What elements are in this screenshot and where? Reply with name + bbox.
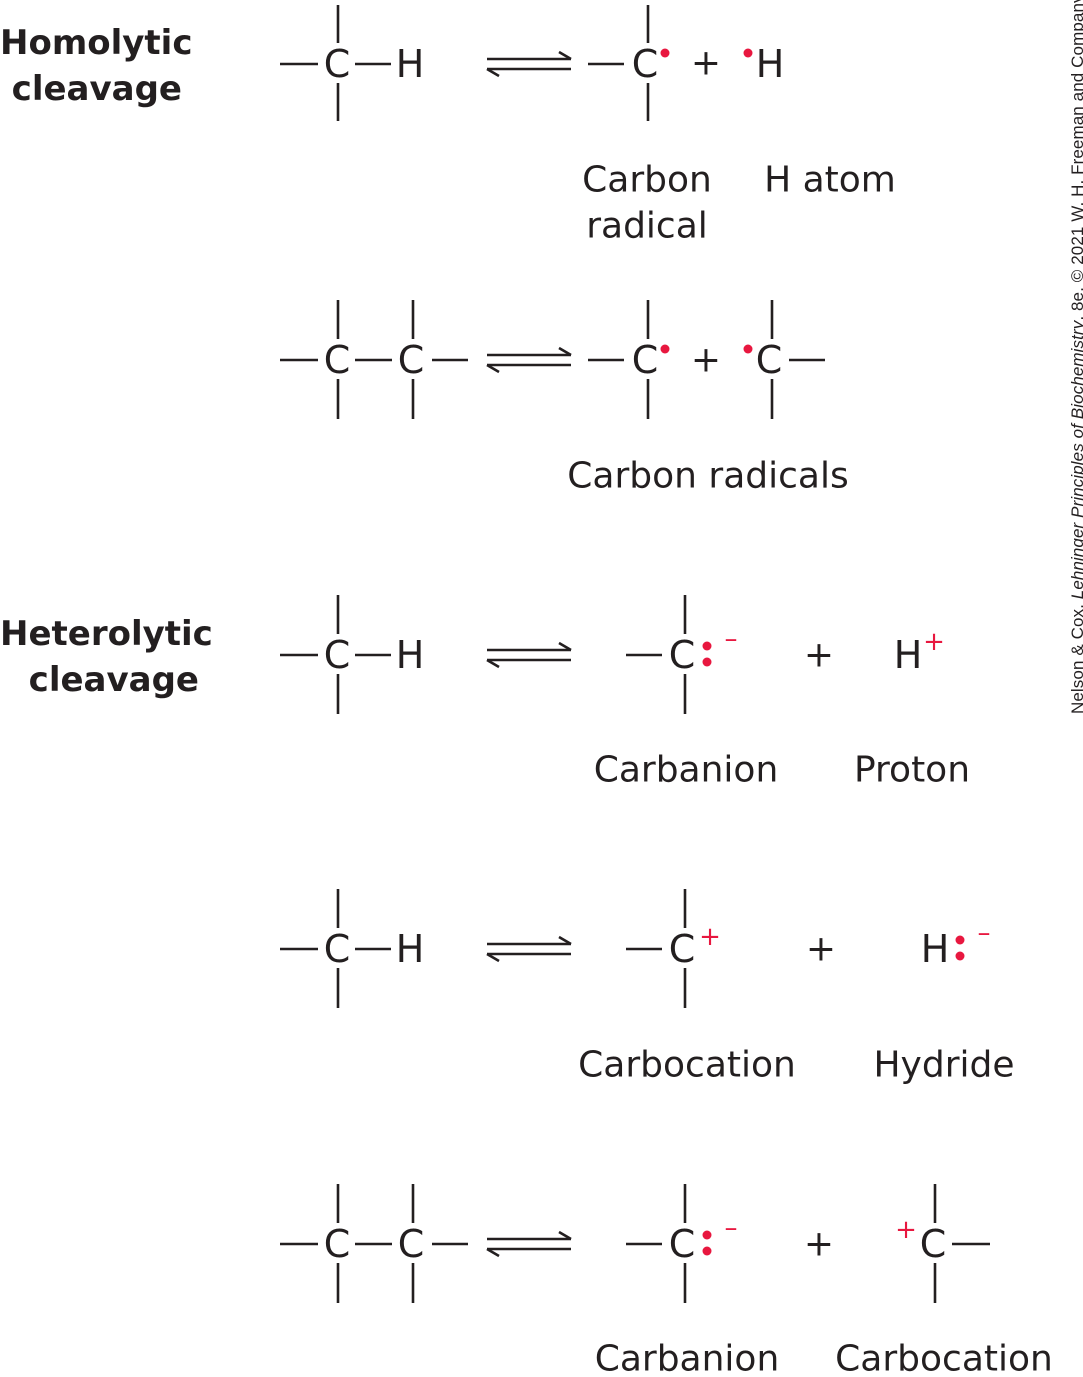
copyright-credit: Nelson & Cox, Lehninger Principles of Bi… <box>1048 0 1083 720</box>
atom-carbon: C <box>398 1222 425 1266</box>
reaction-3-reactant <box>280 595 391 714</box>
atom-hydrogen: H <box>396 42 425 86</box>
homolytic-heading: Homolytic cleavage <box>0 20 193 112</box>
reaction-4-carbocation <box>626 889 687 1008</box>
product-label-carbon-radicals: Carbon radicals <box>567 456 848 497</box>
unpaired-electron <box>660 48 670 58</box>
reaction-5-carbanion <box>626 1184 687 1303</box>
credit-publisher: , 8e, © 2021 W. H. Freeman and Company <box>1068 0 1083 321</box>
atom-hydrogen: H <box>396 633 425 677</box>
credit-book-title: Lehninger Principles of Biochemistry <box>1068 320 1083 600</box>
electron-pair-dot <box>955 935 965 945</box>
reaction-2-carbon-radical-left <box>588 300 650 419</box>
positive-charge: + <box>923 627 945 657</box>
atom-carbon: C <box>324 927 351 971</box>
atom-carbon: C <box>324 42 351 86</box>
product-label-h-atom: H atom <box>764 160 896 201</box>
atom-carbon: C <box>669 1222 696 1266</box>
negative-charge: – <box>978 918 991 948</box>
reaction-1-reactant <box>280 5 391 121</box>
reaction-1-carbon-radical <box>588 5 650 121</box>
plus-sign: + <box>691 43 721 84</box>
electron-pair-dot <box>702 657 712 667</box>
product-label-carbocation: Carbocation <box>578 1045 796 1086</box>
product-label-hydride: Hydride <box>873 1045 1014 1086</box>
homolytic-heading-line1: Homolytic <box>0 23 193 63</box>
atom-carbon: C <box>324 338 351 382</box>
electron-pair-dot <box>702 1230 712 1240</box>
plus-sign: + <box>691 340 721 381</box>
atom-carbon: C <box>756 338 783 382</box>
unpaired-electron <box>743 344 753 354</box>
product-label-carbon-radical: radical <box>586 206 708 247</box>
plus-sign: + <box>804 1224 834 1265</box>
heterolytic-heading: Heterolytic cleavage <box>0 611 213 703</box>
product-label-carbanion: Carbanion <box>594 750 779 791</box>
product-label-proton: Proton <box>854 750 970 791</box>
product-label-carbon-radical: Carbon <box>582 160 712 201</box>
product-label-carbocation: Carbocation <box>835 1339 1053 1377</box>
atom-hydrogen: H <box>756 42 785 86</box>
atom-hydrogen: H <box>921 927 950 971</box>
equilibrium-arrow <box>486 50 572 78</box>
equilibrium-arrow <box>486 1230 572 1258</box>
atom-hydrogen: H <box>396 927 425 971</box>
equilibrium-arrow <box>486 641 572 669</box>
atom-carbon: C <box>920 1222 947 1266</box>
unpaired-electron <box>660 344 670 354</box>
plus-sign: + <box>804 635 834 676</box>
atom-carbon: C <box>669 633 696 677</box>
atom-carbon: C <box>669 927 696 971</box>
positive-charge: + <box>699 922 721 952</box>
copyright-credit-text: Nelson & Cox, Lehninger Principles of Bi… <box>1068 0 1083 714</box>
reaction-3-carbanion <box>626 595 687 714</box>
reaction-2-carbon-radical-right <box>770 300 825 419</box>
negative-charge: – <box>725 1213 738 1243</box>
product-label-carbanion: Carbanion <box>595 1339 780 1377</box>
negative-charge: – <box>725 624 738 654</box>
plus-sign: + <box>806 929 836 970</box>
reaction-5-carbocation <box>933 1184 990 1303</box>
atom-carbon: C <box>632 42 659 86</box>
reaction-4-reactant <box>280 889 391 1008</box>
credit-authors: Nelson & Cox, <box>1068 604 1083 714</box>
heterolytic-heading-line2: cleavage <box>28 660 199 700</box>
heterolytic-heading-line1: Heterolytic <box>0 614 213 654</box>
electron-pair-dot <box>955 951 965 961</box>
atom-carbon: C <box>324 633 351 677</box>
atom-carbon: C <box>324 1222 351 1266</box>
reaction-5-reactant <box>280 1184 468 1303</box>
homolytic-heading-line2: cleavage <box>11 69 182 109</box>
unpaired-electron <box>743 48 753 58</box>
atom-carbon: C <box>398 338 425 382</box>
electron-pair-dot <box>702 641 712 651</box>
electron-pair-dot <box>702 1246 712 1256</box>
equilibrium-arrow <box>486 346 572 374</box>
atom-hydrogen: H <box>894 633 923 677</box>
atom-carbon: C <box>632 338 659 382</box>
positive-charge: + <box>895 1215 917 1245</box>
reaction-2-reactant <box>280 300 468 419</box>
equilibrium-arrow <box>486 935 572 963</box>
